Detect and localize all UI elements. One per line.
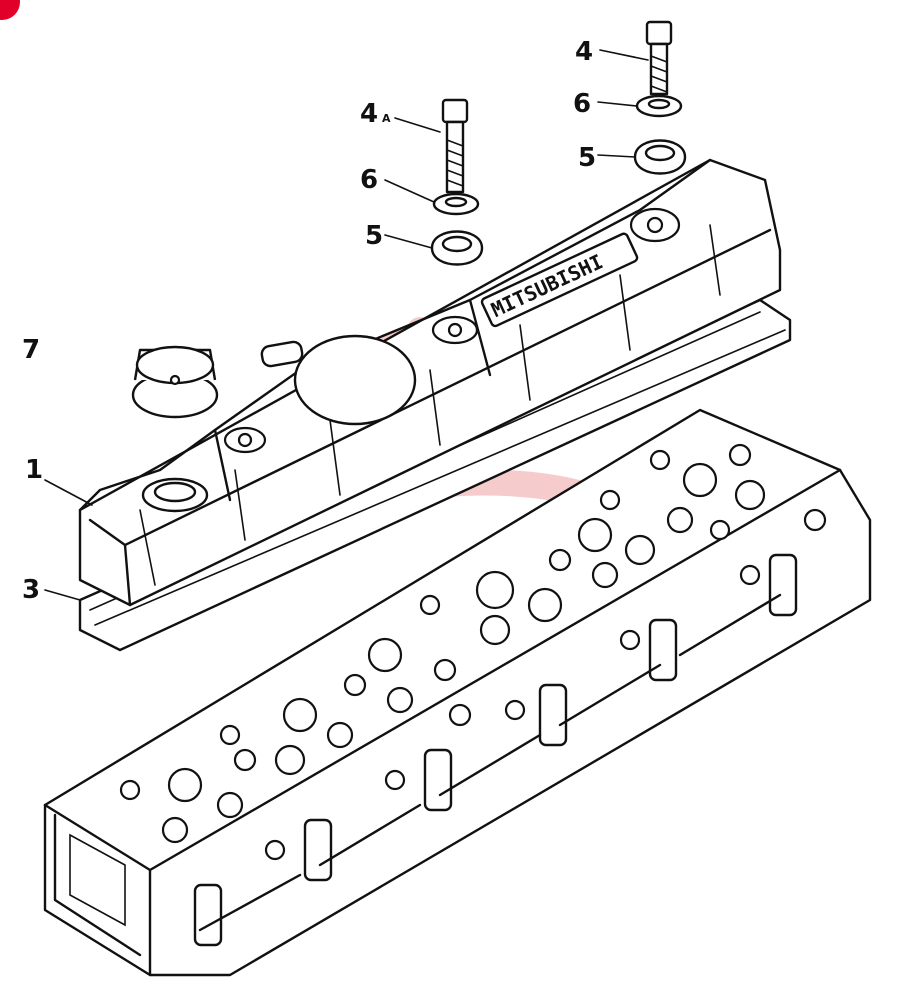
cylinder-head-holes	[119, 443, 827, 861]
label-part-7: 7	[22, 335, 40, 365]
label-part-6b: 6	[573, 89, 591, 119]
washer-a	[432, 192, 480, 216]
cylinder-head-ports	[193, 553, 798, 947]
label-part-4b: 4	[575, 37, 593, 67]
leader-lines	[44, 49, 649, 601]
label-part-3: 3	[22, 575, 40, 605]
cylinder-head	[43, 408, 872, 977]
label-part-1: 1	[25, 455, 43, 485]
bolt-set-b	[633, 20, 687, 175]
part-labels: 7 1 3 4 A 6 5 4 6 5	[22, 37, 596, 605]
label-part-5b: 5	[578, 143, 596, 173]
label-part-5a: 5	[365, 221, 383, 251]
label-part-4a: 4	[360, 99, 378, 129]
rocker-cover: MITSUBISHI	[78, 158, 782, 607]
bolt-set-a	[430, 98, 484, 266]
oil-filler-cap	[131, 345, 219, 419]
label-part-6a: 6	[360, 165, 378, 195]
breather-dome	[293, 334, 417, 426]
label-marker-a: A	[382, 112, 391, 125]
corner-badge	[0, 0, 20, 20]
